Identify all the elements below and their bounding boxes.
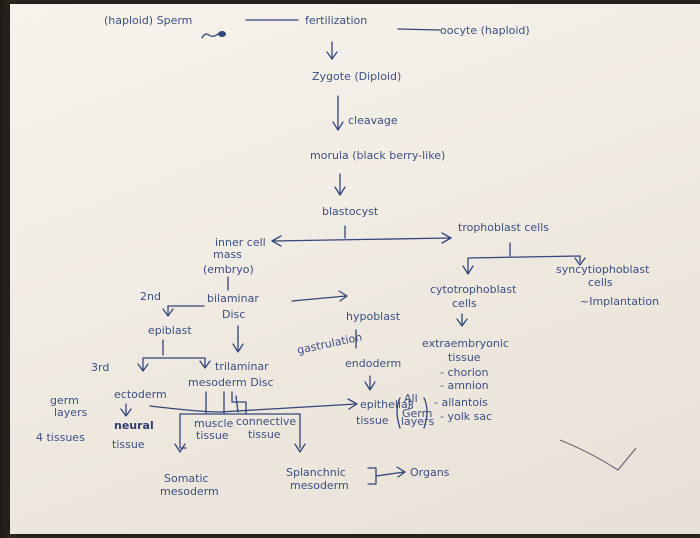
- embryology-flowchart: (haploid) Sperm fertilization oocyte (ha…: [36, 14, 659, 498]
- inner-cell-mass-label-2: mass: [213, 248, 242, 261]
- cytotrophoblast-label-1: cytotrophoblast: [430, 283, 517, 296]
- somatic-mesoderm-label-1: Somatic: [164, 472, 209, 485]
- chorion-label: - chorion: [440, 366, 489, 379]
- muscle-label-2: tissue: [196, 429, 229, 442]
- all-germ-layers-bracket: [396, 397, 428, 429]
- endoderm-label: endoderm: [345, 357, 401, 370]
- connective-label-2: tissue: [248, 428, 281, 441]
- organs-label: Organs: [410, 466, 450, 479]
- epithelial-label-2: tissue: [356, 414, 389, 427]
- implantation-label: ~Implantation: [580, 295, 659, 308]
- all-germ-label-3: Germ: [402, 407, 432, 420]
- splanchnic-mesoderm-label-2: mesoderm: [290, 479, 349, 492]
- cleavage-label: cleavage: [348, 114, 398, 127]
- pencil-mark: [559, 439, 637, 471]
- amnion-label: - amnion: [440, 379, 489, 392]
- germ-layers-label-2: layers: [54, 406, 88, 419]
- bilaminar-label-1: bilaminar: [207, 292, 259, 305]
- gastrulation-label: gastrulation: [296, 330, 363, 356]
- inner-cell-mass-label-1: inner cell: [215, 236, 266, 249]
- all-germ-label-1: All: [404, 392, 418, 405]
- third-week-label: 3rd: [91, 361, 109, 374]
- germ-layers-label-1: germ: [50, 394, 79, 407]
- bilaminar-label-2: Disc: [222, 308, 245, 321]
- oocyte-label: oocyte (haploid): [440, 24, 530, 37]
- yolk-sac-label: - yolk sac: [440, 410, 492, 423]
- arrow-to-epiblast: [162, 305, 205, 317]
- cytotrophoblast-label-2: cells: [452, 297, 477, 310]
- blastocyst-split-arrows: [271, 225, 452, 247]
- extraembryonic-label-1: extraembryonic: [422, 337, 509, 350]
- trophoblast-split-arrows: [462, 242, 586, 275]
- hypoblast-label: hypoblast: [346, 310, 401, 323]
- arrow-to-zygote: [326, 41, 338, 60]
- arrow-to-organs: [367, 466, 406, 485]
- fertilization-label: fertilization: [305, 14, 367, 27]
- neural-label-1: neural: [114, 419, 154, 432]
- zygote-label: Zygote (Diploid): [312, 70, 401, 83]
- somatic-mesoderm-label-2: mesoderm: [160, 485, 219, 498]
- sperm-label: (haploid) Sperm: [104, 14, 192, 27]
- line-fertilization-oocyte: [397, 28, 441, 31]
- syncytiotrophoblast-label-1: syncytiophoblast: [556, 263, 650, 276]
- syncytiotrophoblast-label-2: cells: [588, 276, 613, 289]
- muscle-label-1: muscle: [194, 417, 234, 430]
- connective-label-1: connective: [236, 415, 296, 428]
- blastocyst-label: blastocyst: [322, 205, 379, 218]
- arrow-to-morula: [332, 95, 344, 131]
- arrow-to-extraembryonic: [456, 313, 468, 327]
- allantois-label: - allantois: [434, 396, 488, 409]
- four-tissues-label: 4 tissues: [36, 431, 85, 444]
- arrow-to-hypoblast: [291, 290, 348, 302]
- second-week-label: 2nd: [140, 290, 161, 303]
- neural-label-2: tissue: [112, 438, 145, 451]
- all-germ-label-4: layers: [401, 415, 435, 428]
- all-germ-label-2: 3: [407, 399, 414, 412]
- arrow-to-neural: [120, 403, 132, 417]
- notebook-paper: (haploid) Sperm fertilization oocyte (ha…: [10, 4, 700, 534]
- arrow-endoderm-down: [364, 375, 376, 391]
- extraembryonic-label-2: tissue: [448, 351, 481, 364]
- mesoderm-branch-lines: [149, 391, 358, 453]
- arrow-to-trilaminar: [232, 325, 244, 353]
- ectoderm-label: ectoderm: [114, 388, 167, 401]
- trilaminar-label-2: mesoderm Disc: [188, 376, 274, 389]
- inner-cell-mass-label-3: (embryo): [203, 263, 254, 276]
- arrow-to-blastocyst: [334, 173, 346, 196]
- trophoblast-label: trophoblast cells: [458, 221, 549, 234]
- splanchnic-mesoderm-label-1: Splanchnic: [286, 466, 346, 479]
- epiblast-branch-arrows: [137, 339, 211, 372]
- morula-label: morula (black berry-like): [310, 149, 445, 162]
- sperm-icon: [201, 31, 226, 39]
- trilaminar-label-1: trilaminar: [215, 360, 269, 373]
- epiblast-label: epiblast: [148, 324, 192, 337]
